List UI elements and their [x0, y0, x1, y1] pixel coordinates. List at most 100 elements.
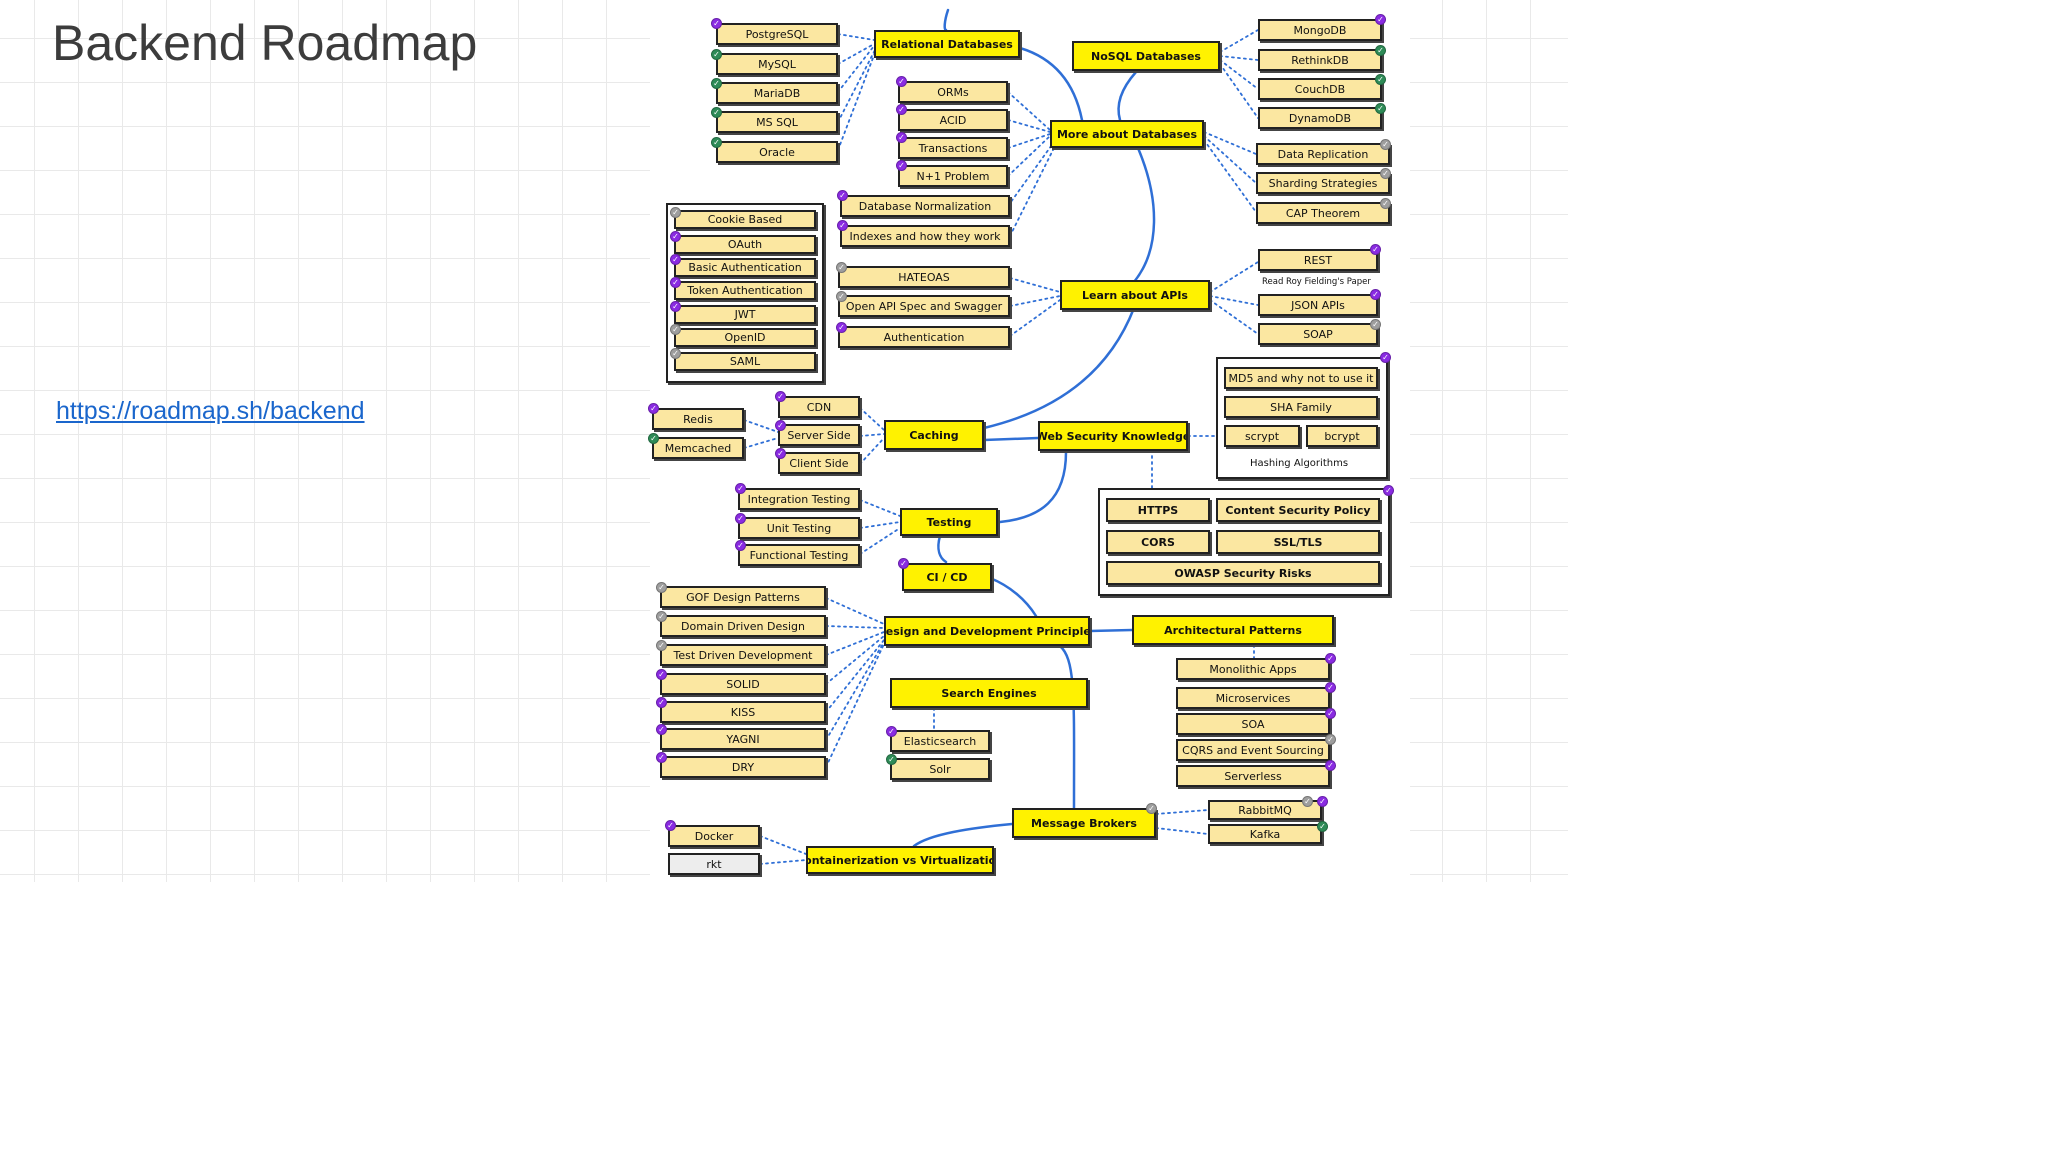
node-design-principles[interactable]: Design and Development Principles [884, 616, 1090, 646]
node-acid[interactable]: ACID [898, 109, 1008, 131]
node-couchdb[interactable]: CouchDB [1258, 78, 1382, 100]
spine-cicd-design [988, 576, 1038, 618]
node-jwt[interactable]: JWT [674, 305, 816, 324]
node-cdn[interactable]: CDN [778, 396, 860, 418]
node-soa[interactable]: SOA [1176, 713, 1330, 735]
node-gof-design-patterns[interactable]: GOF Design Patterns [660, 586, 826, 608]
node-search-engines[interactable]: Search Engines [890, 678, 1088, 708]
node-soap[interactable]: SOAP [1258, 323, 1378, 345]
node-architectural-patterns[interactable]: Architectural Patterns [1132, 615, 1334, 645]
node-functional-testing[interactable]: Functional Testing [738, 544, 860, 566]
node-cqrs[interactable]: CQRS and Event Sourcing [1176, 739, 1330, 761]
node-sha-family[interactable]: SHA Family [1224, 396, 1378, 418]
check-icon: ✓ [1317, 796, 1328, 807]
node-memcached[interactable]: Memcached [652, 437, 744, 459]
node-microservices[interactable]: Microservices [1176, 687, 1330, 709]
check-icon: ✓ [837, 220, 848, 231]
node-ssl-tls[interactable]: SSL/TLS [1216, 530, 1380, 554]
node-data-replication[interactable]: Data Replication [1256, 143, 1390, 165]
node-owasp[interactable]: OWASP Security Risks [1106, 561, 1380, 585]
node-yagni[interactable]: YAGNI [660, 728, 826, 750]
check-icon: ✓ [670, 348, 681, 359]
node-dry[interactable]: DRY [660, 756, 826, 778]
node-kafka[interactable]: Kafka [1208, 824, 1322, 844]
node-json-apis[interactable]: JSON APIs [1258, 294, 1378, 316]
node-oauth[interactable]: OAuth [674, 235, 816, 254]
node-docker[interactable]: Docker [668, 825, 760, 847]
check-icon: ✓ [836, 291, 847, 302]
check-icon: ✓ [1380, 352, 1391, 363]
node-web-security[interactable]: Web Security Knowledge [1038, 421, 1188, 451]
node-redis[interactable]: Redis [652, 408, 744, 430]
node-https[interactable]: HTTPS [1106, 498, 1210, 522]
spine-relational-moredb [1018, 46, 1084, 122]
node-database-normalization[interactable]: Database Normalization [840, 195, 1010, 217]
node-token-authentication[interactable]: Token Authentication [674, 281, 816, 300]
node-md5[interactable]: MD5 and why not to use it [1224, 367, 1378, 389]
node-postgresql[interactable]: PostgreSQL [716, 23, 838, 45]
node-hateoas[interactable]: HATEOAS [838, 266, 1010, 288]
node-sharding-strategies[interactable]: Sharding Strategies [1256, 172, 1390, 194]
node-test-driven-development[interactable]: Test Driven Development [660, 644, 826, 666]
node-authentication[interactable]: Authentication [838, 326, 1010, 348]
node-mssql[interactable]: MS SQL [716, 111, 838, 133]
check-icon: ✓ [1370, 244, 1381, 255]
node-learn-about-apis[interactable]: Learn about APIs [1060, 280, 1210, 310]
node-client-side[interactable]: Client Side [778, 452, 860, 474]
node-containerization[interactable]: Containerization vs Virtualization [806, 846, 994, 874]
node-transactions[interactable]: Transactions [898, 137, 1008, 159]
node-openid[interactable]: OpenID [674, 328, 816, 347]
node-cors[interactable]: CORS [1106, 530, 1210, 554]
check-icon: ✓ [665, 820, 676, 831]
check-icon: ✓ [648, 433, 659, 444]
node-rabbitmq[interactable]: RabbitMQ [1208, 800, 1322, 820]
node-dynamodb[interactable]: DynamoDB [1258, 107, 1382, 129]
node-rkt[interactable]: rkt [668, 853, 760, 875]
check-icon: ✓ [896, 160, 907, 171]
node-rethinkdb[interactable]: RethinkDB [1258, 49, 1382, 71]
node-more-about-databases[interactable]: More about Databases [1050, 120, 1204, 148]
node-integration-testing[interactable]: Integration Testing [738, 488, 860, 510]
node-cap-theorem[interactable]: CAP Theorem [1256, 202, 1390, 224]
node-bcrypt[interactable]: bcrypt [1306, 425, 1378, 447]
roadmap-link[interactable]: https://roadmap.sh/backend [56, 397, 365, 425]
node-message-brokers[interactable]: Message Brokers [1012, 808, 1156, 838]
spine-top [943, 8, 950, 32]
node-openapi-swagger[interactable]: Open API Spec and Swagger [838, 295, 1010, 317]
node-orms[interactable]: ORMs [898, 81, 1008, 103]
check-icon: ✓ [711, 137, 722, 148]
node-saml[interactable]: SAML [674, 352, 816, 371]
node-unit-testing[interactable]: Unit Testing [738, 517, 860, 539]
node-mongodb[interactable]: MongoDB [1258, 19, 1382, 41]
node-mariadb[interactable]: MariaDB [716, 82, 838, 104]
node-scrypt[interactable]: scrypt [1224, 425, 1300, 447]
node-mysql[interactable]: MySQL [716, 53, 838, 75]
node-n1-problem[interactable]: N+1 Problem [898, 165, 1008, 187]
node-testing[interactable]: Testing [900, 508, 998, 536]
node-kiss[interactable]: KISS [660, 701, 826, 723]
node-domain-driven-design[interactable]: Domain Driven Design [660, 615, 826, 637]
check-icon: ✓ [656, 582, 667, 593]
node-cookie-based[interactable]: Cookie Based [674, 210, 816, 229]
check-icon: ✓ [1383, 485, 1394, 496]
check-icon: ✓ [836, 262, 847, 273]
node-solid[interactable]: SOLID [660, 673, 826, 695]
check-icon: ✓ [775, 420, 786, 431]
node-indexes[interactable]: Indexes and how they work [840, 225, 1010, 247]
check-icon: ✓ [735, 540, 746, 551]
node-solr[interactable]: Solr [890, 758, 990, 780]
node-nosql-databases[interactable]: NoSQL Databases [1072, 41, 1220, 71]
check-icon: ✓ [837, 190, 848, 201]
node-basic-authentication[interactable]: Basic Authentication [674, 258, 816, 277]
node-caching[interactable]: Caching [884, 420, 984, 450]
node-serverless[interactable]: Serverless [1176, 765, 1330, 787]
node-elasticsearch[interactable]: Elasticsearch [890, 730, 990, 752]
spine-apis-caching [982, 306, 1136, 430]
node-ci-cd[interactable]: CI / CD [902, 563, 992, 591]
node-relational-databases[interactable]: Relational Databases [874, 30, 1020, 58]
node-server-side[interactable]: Server Side [778, 424, 860, 446]
node-csp[interactable]: Content Security Policy [1216, 498, 1380, 522]
node-rest[interactable]: REST [1258, 249, 1378, 271]
node-oracle[interactable]: Oracle [716, 141, 838, 163]
node-monolithic-apps[interactable]: Monolithic Apps [1176, 658, 1330, 680]
